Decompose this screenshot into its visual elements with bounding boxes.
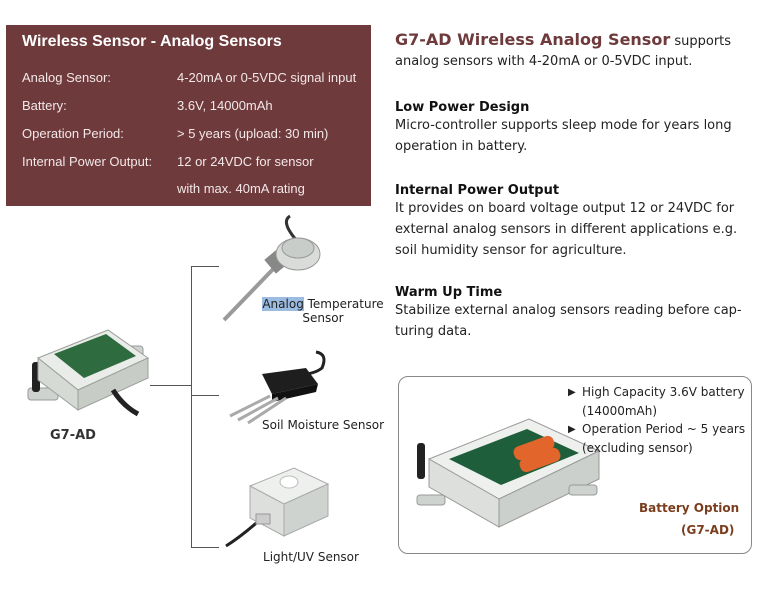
spec-value: > 5 years (upload: 30 min)	[177, 126, 329, 141]
section-line: Stabilize external analog sensors readin…	[395, 303, 742, 318]
spec-value: with max. 40mA rating	[177, 181, 305, 196]
battery-device-image	[416, 418, 601, 528]
soil-moisture-sensor-caption: Soil Moisture Sensor	[262, 418, 385, 432]
spec-value: 3.6V, 14000mAh	[177, 98, 273, 113]
intro-text: supports	[670, 34, 732, 49]
intro-text: analog sensors with 4-20mA or 0-5VDC inp…	[395, 54, 693, 69]
section-heading: Warm Up Time	[395, 285, 503, 300]
highlighted-text: Analog	[262, 297, 304, 311]
section-line: external analog sensors in different app…	[395, 222, 738, 237]
battery-option-model: (G7-AD)	[681, 523, 735, 537]
battery-bullet: ▶ Operation Period ~ 5 years (excluding …	[568, 420, 746, 458]
connector-line	[191, 395, 219, 396]
light-uv-sensor-caption: Light/UV Sensor	[263, 550, 359, 564]
bullet-text: (excluding sensor)	[582, 441, 693, 455]
temperature-sensor-caption: Analog Temperature Sensor	[262, 297, 384, 325]
section-line: soil humidity sensor for agriculture.	[395, 243, 627, 258]
temperature-sensor-label: Sensor	[302, 311, 344, 325]
section-internal-power: Internal Power Output It provides on boa…	[395, 183, 755, 261]
connector-line	[191, 266, 219, 267]
bullet-triangle-icon: ▶	[568, 387, 576, 398]
intro-block: G7-AD Wireless Analog Sensor supports an…	[395, 30, 755, 72]
device-label: G7-AD	[50, 428, 96, 443]
spec-value: 4-20mA or 0-5VDC signal input	[177, 70, 357, 85]
light-uv-sensor-image	[225, 467, 330, 548]
section-heading: Low Power Design	[395, 100, 530, 115]
bullet-text: High Capacity 3.6V battery	[582, 385, 745, 399]
section-line: Micro-controller supports sleep mode for…	[395, 118, 732, 133]
bullet-triangle-icon: ▶	[568, 424, 576, 435]
g7-ad-device-image	[27, 329, 150, 417]
temperature-sensor-label: Temperature	[303, 297, 384, 311]
section-heading: Internal Power Output	[395, 183, 560, 198]
connector-line	[150, 385, 192, 386]
battery-option-panel: ▶ High Capacity 3.6V battery (14000mAh) …	[398, 376, 752, 554]
intro-heading: G7-AD Wireless Analog Sensor	[395, 30, 671, 49]
spec-label: Internal Power Output:	[22, 154, 153, 169]
section-line: It provides on board voltage output 12 o…	[395, 201, 735, 216]
bullet-text: Operation Period ~ 5 years	[582, 422, 746, 436]
spec-value: 12 or 24VDC for sensor	[177, 154, 314, 169]
battery-option-caption: Battery Option	[639, 501, 740, 515]
spec-label: Analog Sensor:	[22, 70, 111, 85]
bullet-text: (14000mAh)	[582, 404, 658, 418]
section-low-power: Low Power Design Micro-controller suppor…	[395, 100, 755, 157]
spec-box: Wireless Sensor - Analog Sensors Analog …	[6, 25, 371, 206]
battery-bullet: ▶ High Capacity 3.6V battery (14000mAh)	[568, 383, 745, 421]
connector-line	[191, 266, 192, 548]
temperature-sensor-image	[222, 214, 321, 322]
connector-line	[191, 547, 219, 548]
section-line: turing data.	[395, 324, 472, 339]
section-line: operation in battery.	[395, 139, 528, 154]
spec-label: Operation Period:	[22, 126, 124, 141]
section-warm-up: Warm Up Time Stabilize external analog s…	[395, 285, 755, 342]
spec-title: Wireless Sensor - Analog Sensors	[22, 33, 282, 50]
soil-moisture-sensor-image	[229, 350, 326, 424]
spec-label: Battery:	[22, 98, 67, 113]
